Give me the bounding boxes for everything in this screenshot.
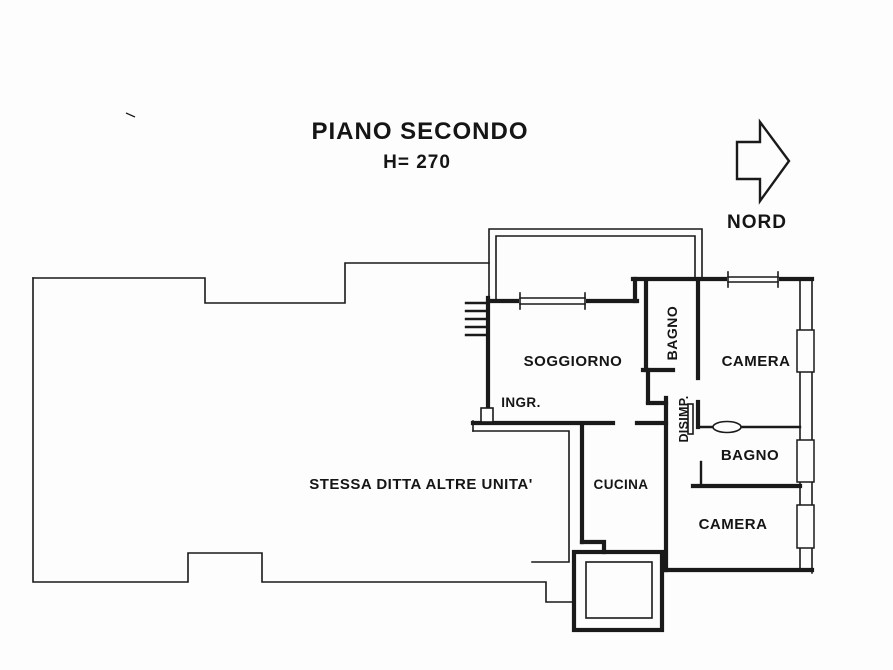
north-label: NORD (727, 212, 787, 233)
cucina-label: CUCINA (594, 477, 649, 492)
window-camera-sud (796, 504, 815, 549)
balcony-outer-line (488, 228, 703, 302)
camera-window-gap (727, 273, 779, 285)
stray-mark (125, 112, 136, 118)
adjacent-unit-outline: STESSA DITTA ALTRE UNITA' (32, 262, 576, 603)
north-windows (519, 271, 779, 310)
other-units-label: STESSA DITTA ALTRE UNITA' (309, 476, 533, 493)
unit-walls (470, 276, 815, 573)
sliding-door-symbol (712, 420, 742, 434)
cucina-south-wall (579, 539, 607, 555)
stairwell-inner-wall (585, 561, 653, 619)
east-facade (796, 278, 815, 574)
entrance-door-jamb (480, 407, 494, 423)
balcony-parapet (488, 228, 703, 302)
bagno-nord-label: BAGNO (664, 306, 680, 361)
camera-sud-label: CAMERA (699, 516, 768, 533)
block-arrow-right-icon (735, 118, 791, 205)
stairwell (571, 549, 665, 633)
camera-nord-label: CAMERA (722, 353, 791, 370)
soggiorno-label: SOGGIORNO (524, 353, 623, 370)
north-arrow: NORD (727, 118, 791, 233)
plan-title: PIANO SECONDO (311, 118, 528, 145)
stairwell-outer-wall (571, 549, 665, 633)
bagno-sud-label: BAGNO (721, 447, 779, 464)
balcony-inner-line (495, 235, 696, 302)
room-labels: SOGGIORNO INGR. BAGNO CAMERA DISIMP. BAG… (501, 306, 790, 533)
disimpegno-label: DISIMP. (677, 395, 691, 442)
door-leaf-disimpegno (687, 403, 694, 435)
adjacent-unit-west-south-wall (32, 277, 576, 603)
plan-height-label: H= 270 (383, 152, 451, 173)
adjacent-unit-inner-boundary (472, 430, 570, 563)
adjacent-unit-north-wall (32, 262, 490, 304)
radiator-hatch (464, 301, 488, 337)
ingresso-label: INGR. (501, 395, 541, 410)
doors (480, 403, 742, 435)
window-bagno-sud (796, 439, 815, 483)
window-camera-nord (796, 329, 815, 373)
soggiorno-window-gap (519, 295, 586, 307)
